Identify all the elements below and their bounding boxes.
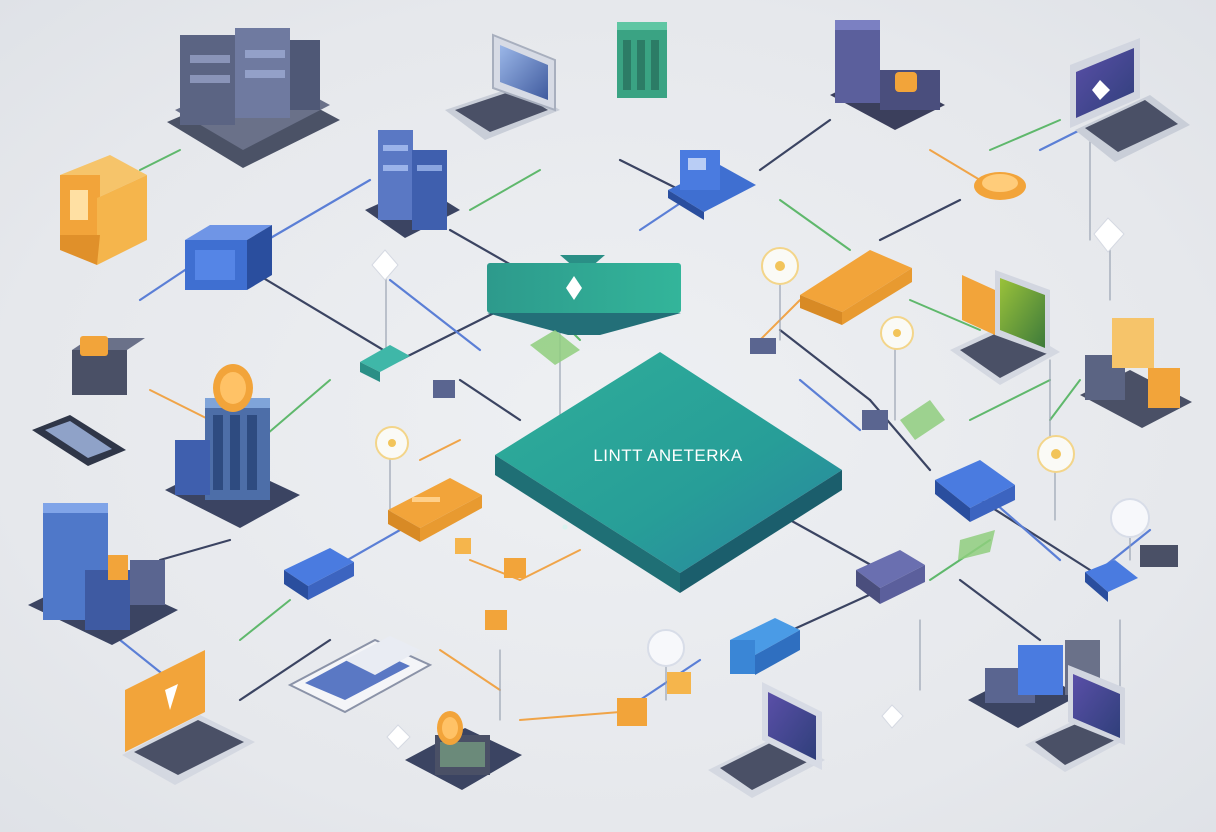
coin-icon <box>437 711 463 745</box>
banner-panel-icon <box>487 255 681 335</box>
coin-icon <box>213 364 253 412</box>
coin-icon <box>974 172 1026 200</box>
server-rack-icon <box>167 28 340 168</box>
server-rack-icon <box>968 640 1100 728</box>
router-icon <box>668 150 756 220</box>
router-icon <box>388 478 482 542</box>
laptop-icon <box>708 682 825 798</box>
laptop-icon <box>122 650 255 785</box>
central-hub-icon <box>495 352 842 593</box>
server-rack-icon <box>28 503 178 645</box>
folder-icon <box>60 155 147 265</box>
router-icon <box>730 618 800 675</box>
router-icon <box>455 538 691 726</box>
hub-label: LINTT ANETERKA <box>593 446 743 465</box>
laptop-icon <box>445 33 560 140</box>
router-icon <box>72 336 145 395</box>
router-icon <box>433 338 1178 567</box>
bulb-node-icon <box>647 629 685 667</box>
laptop-icon <box>1070 38 1190 162</box>
bulb-node-icon <box>880 316 914 350</box>
server-rack-icon <box>165 398 300 528</box>
leaf-accent-icon <box>530 330 995 560</box>
server-rack-icon <box>365 130 460 238</box>
router-icon <box>360 345 410 382</box>
laptop-icon <box>1025 665 1125 772</box>
bulb-node-icon <box>375 426 409 460</box>
network-cables <box>118 118 1152 721</box>
server-rack-icon <box>830 20 945 130</box>
diamond-marker-icon <box>371 217 1125 750</box>
document-card-icon <box>287 636 433 714</box>
server-rack-icon <box>617 22 667 98</box>
router-icon <box>284 548 354 600</box>
router-icon <box>856 550 925 604</box>
bulb-node-icon <box>1110 498 1150 538</box>
server-rack-icon <box>405 728 522 790</box>
router-icon <box>800 250 912 325</box>
phone-icon <box>32 415 126 466</box>
router-icon <box>935 460 1015 522</box>
bulb-node-icon <box>1037 435 1075 473</box>
banner-diamond-icon <box>566 276 582 300</box>
laptop-icon <box>950 270 1060 385</box>
server-rack-icon <box>1080 318 1192 428</box>
router-icon <box>1085 560 1138 602</box>
bulb-node-icon <box>761 247 799 285</box>
router-icon <box>185 225 272 290</box>
